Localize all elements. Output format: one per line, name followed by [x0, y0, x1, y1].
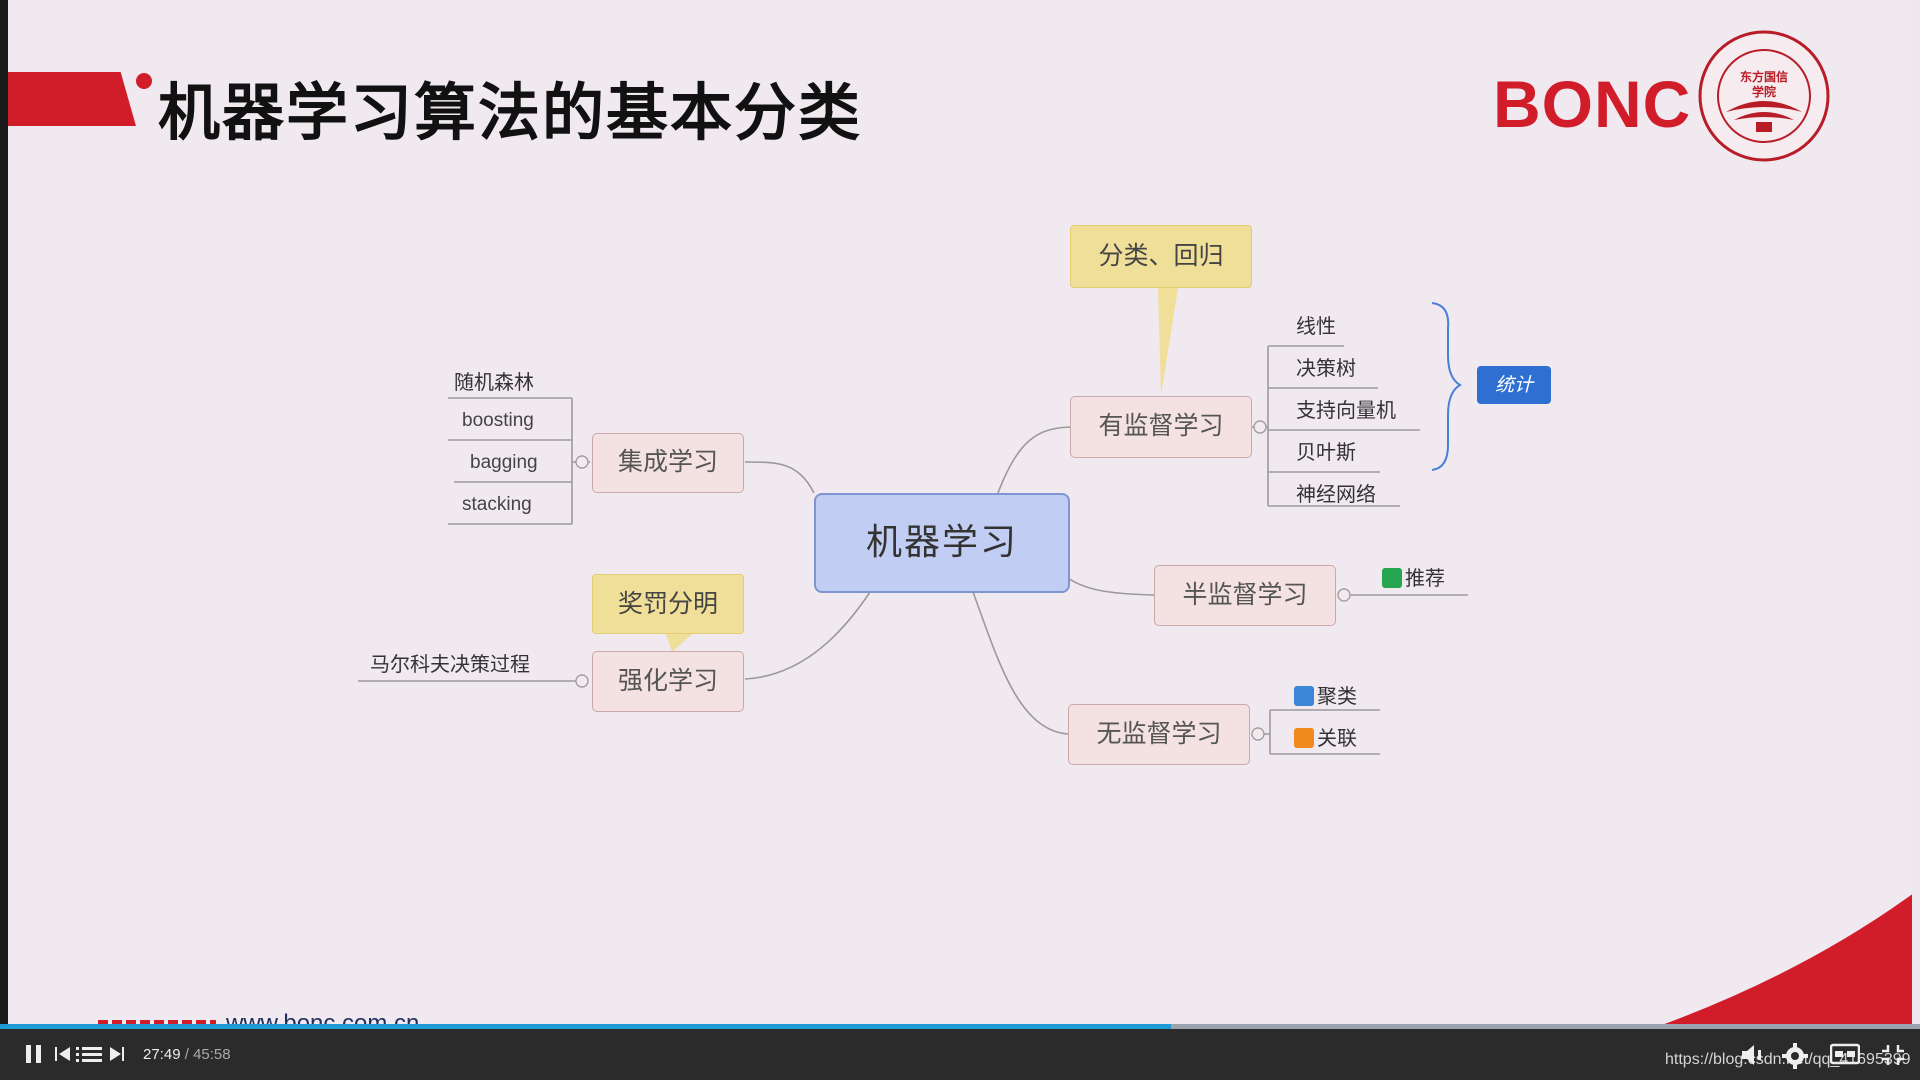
association-icon: [1294, 728, 1314, 748]
supervised-item: 线性: [1296, 314, 1336, 338]
supervised-item: 决策树: [1296, 356, 1356, 380]
next-icon[interactable]: [108, 1043, 126, 1065]
title-accent-bar: [8, 72, 136, 126]
reinforcement-item: 马尔科夫决策过程: [370, 652, 530, 676]
cluster-icon: [1294, 686, 1314, 706]
unsupervised-item: 聚类: [1294, 680, 1357, 709]
ensemble-item: stacking: [462, 494, 532, 515]
cluster-label: 聚类: [1317, 684, 1357, 708]
player-controls: 27:49 / 45:58 https://blog.csdn.net/qq_4…: [0, 1029, 1920, 1080]
time-separator: /: [180, 1046, 194, 1063]
progress-fill: [0, 1024, 1172, 1029]
subtitles-icon[interactable]: [1830, 1043, 1860, 1065]
supervised-node[interactable]: 有监督学习: [1070, 396, 1252, 458]
central-topic[interactable]: 机器学习: [814, 493, 1070, 593]
supervised-item: 神经网络: [1296, 482, 1376, 506]
recommend-label: 推荐: [1405, 566, 1445, 590]
settings-icon[interactable]: [1782, 1043, 1808, 1069]
play-pause-icon[interactable]: [24, 1043, 44, 1065]
semi-supervised-item: 推荐: [1382, 562, 1445, 591]
ensemble-item: bagging: [470, 452, 538, 473]
progress-bar[interactable]: [0, 1024, 1920, 1029]
reinforcement-node[interactable]: 强化学习: [592, 651, 744, 712]
semi-supervised-node[interactable]: 半监督学习: [1154, 565, 1336, 626]
supervised-item: 支持向量机: [1296, 398, 1396, 422]
fullscreen-exit-icon[interactable]: [1880, 1043, 1906, 1067]
ensemble-node[interactable]: 集成学习: [592, 433, 744, 493]
ensemble-item: boosting: [462, 410, 534, 431]
statistics-badge: 统计: [1477, 366, 1551, 404]
mindmap-connectors: [358, 288, 1468, 755]
reinforcement-callout: 奖罚分明: [592, 574, 744, 634]
slide: 机器学习算法的基本分类 BONC 东方国信 学院: [8, 0, 1912, 1028]
recommend-icon: [1382, 568, 1402, 588]
volume-icon[interactable]: [1740, 1043, 1766, 1067]
seal-label: 东方国信 学院: [1739, 70, 1788, 99]
brand-logo: BONC: [1493, 67, 1692, 141]
academy-seal-icon: [1698, 30, 1830, 162]
association-label: 关联: [1317, 726, 1357, 750]
time-display: 27:49 / 45:58: [143, 1046, 231, 1063]
unsupervised-item: 关联: [1294, 722, 1357, 751]
ensemble-item: 随机森林: [454, 370, 534, 394]
supervised-item: 贝叶斯: [1296, 440, 1356, 464]
current-time: 27:49: [143, 1046, 181, 1063]
corner-swoosh: [1653, 894, 1912, 1028]
playlist-icon[interactable]: [76, 1043, 104, 1065]
duration: 45:58: [193, 1046, 231, 1063]
footer-url: www.bonc.com.cn: [226, 1010, 420, 1028]
supervised-callout: 分类、回归: [1070, 225, 1252, 288]
slide-title: 机器学习算法的基本分类: [158, 76, 863, 149]
title-accent-dot: [136, 73, 152, 89]
unsupervised-node[interactable]: 无监督学习: [1068, 704, 1250, 765]
previous-icon[interactable]: [54, 1043, 72, 1065]
left-edge: [0, 0, 8, 1080]
